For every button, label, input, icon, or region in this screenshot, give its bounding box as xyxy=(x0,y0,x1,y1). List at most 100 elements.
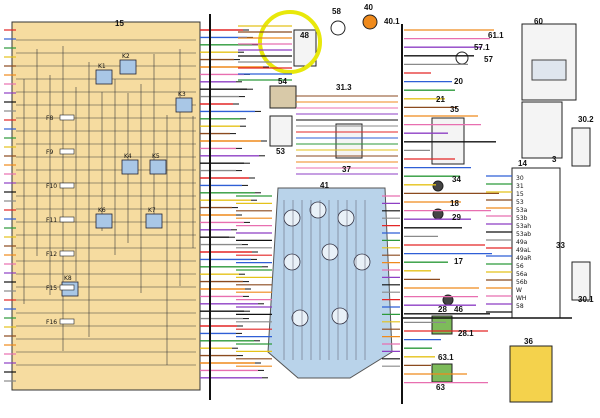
label-20: 20 xyxy=(454,77,463,86)
label-21: 21 xyxy=(436,95,445,104)
component-54-box xyxy=(269,85,297,109)
cluster-gauge xyxy=(291,309,309,327)
fuse-f11 xyxy=(59,216,75,223)
pin-label-58: 58 xyxy=(516,303,524,310)
relay-k6 xyxy=(95,213,113,229)
fuse-label-f12: F12 xyxy=(46,251,57,258)
fuse-f15 xyxy=(59,284,75,291)
label-63-1: 63.1 xyxy=(438,353,454,362)
label-63: 63 xyxy=(436,383,445,392)
label-40-1: 40.1 xyxy=(384,17,400,26)
label-18: 18 xyxy=(450,199,459,208)
label-60: 60 xyxy=(534,17,543,26)
component-28-box xyxy=(431,315,453,335)
component-30-2-box xyxy=(571,127,591,167)
component-63-box xyxy=(431,363,453,383)
label-3: 3 xyxy=(552,155,557,164)
fuse-label-f8: F8 xyxy=(46,115,53,122)
relay-label-k6: K6 xyxy=(98,207,106,214)
pin-label-49a: 49a xyxy=(516,239,528,246)
pin-label-49ar: 49aR xyxy=(516,255,531,262)
block-internal-wiring xyxy=(4,29,196,382)
label-30-2: 30.2 xyxy=(578,115,594,124)
label-57-1: 57.1 xyxy=(474,43,490,52)
cluster-gauge xyxy=(283,253,301,271)
component-53-box xyxy=(269,115,293,147)
label-15: 15 xyxy=(115,19,124,28)
fuse-label-f15: F15 xyxy=(46,285,57,292)
relay-label-k8: K8 xyxy=(64,275,72,282)
wire-harness xyxy=(200,14,572,404)
radio-60-face xyxy=(531,59,567,81)
relay-k7 xyxy=(145,213,163,229)
label-54: 54 xyxy=(278,77,287,86)
fuse-label-f11: F11 xyxy=(46,217,57,224)
highlight-circle xyxy=(258,10,322,74)
label-33: 33 xyxy=(556,241,565,250)
label-41: 41 xyxy=(320,181,329,190)
pin-label-49al: 49aL xyxy=(516,247,531,254)
connector-pins: 3031155353a53b53ah53ab49a49aL49aR5656a56… xyxy=(516,175,531,310)
relay-label-k4: K4 xyxy=(124,153,132,160)
label-34: 34 xyxy=(452,175,461,184)
pin-label-56: 56 xyxy=(516,263,524,270)
label-61-1: 61.1 xyxy=(488,31,504,40)
label-37: 37 xyxy=(342,165,351,174)
pin-label-56a: 56a xyxy=(516,271,528,278)
label-29: 29 xyxy=(452,213,461,222)
cluster-gauge xyxy=(353,253,371,271)
pin-label-53ab: 53ab xyxy=(516,231,531,238)
label-28: 28 xyxy=(438,305,447,314)
relay-k5 xyxy=(149,159,167,175)
pin-label-31: 31 xyxy=(516,183,524,190)
relay-label-k1: K1 xyxy=(98,63,106,70)
cluster-gauge xyxy=(309,201,327,219)
relay-k4 xyxy=(121,159,139,175)
motor-58-symbol xyxy=(330,20,346,36)
fuse-label-f9: F9 xyxy=(46,149,53,156)
relay-label-k2: K2 xyxy=(122,53,130,60)
cluster-gauges xyxy=(283,200,371,360)
label-17: 17 xyxy=(454,257,463,266)
pin-label-15: 15 xyxy=(516,191,524,198)
cluster-gauge xyxy=(283,209,301,227)
relay-k3 xyxy=(175,97,193,113)
label-57: 57 xyxy=(484,55,493,64)
sensor-34-symbol xyxy=(432,180,444,192)
pin-label-53: 53 xyxy=(516,199,524,206)
fuse-f8 xyxy=(59,114,75,121)
cluster-gauge xyxy=(331,307,349,325)
label-46: 46 xyxy=(454,305,463,314)
component-35-box xyxy=(431,117,465,165)
speaker-57-symbol xyxy=(455,51,469,65)
pin-label-30: 30 xyxy=(516,175,524,182)
pin-label-wh: WH xyxy=(516,295,526,302)
relay-k2 xyxy=(119,59,137,75)
fuse-label-f16: F16 xyxy=(46,319,57,326)
component-36-box xyxy=(509,345,553,403)
pin-label-53a: 53a xyxy=(516,207,528,214)
label-58: 58 xyxy=(332,7,341,16)
relay-label-k7: K7 xyxy=(148,207,156,214)
cluster-gauge xyxy=(337,209,355,227)
pin-label-53ah: 53ah xyxy=(516,223,531,230)
fuse-label-f10: F10 xyxy=(46,183,57,190)
label-53: 53 xyxy=(276,147,285,156)
pin-label-56b: 56b xyxy=(516,279,528,286)
fuse-f9 xyxy=(59,148,75,155)
component-30-1-box xyxy=(571,261,591,301)
label-48: 48 xyxy=(300,31,309,40)
fuse-f16 xyxy=(59,318,75,325)
component-37-box xyxy=(335,123,363,159)
relay-k1 xyxy=(95,69,113,85)
fuse-f12 xyxy=(59,250,75,257)
label-36: 36 xyxy=(524,337,533,346)
relay-label-k3: K3 xyxy=(178,91,186,98)
fuse-f10 xyxy=(59,182,75,189)
label-14: 14 xyxy=(518,159,527,168)
label-30-1: 30.1 xyxy=(578,295,594,304)
component-3-box xyxy=(521,101,563,159)
